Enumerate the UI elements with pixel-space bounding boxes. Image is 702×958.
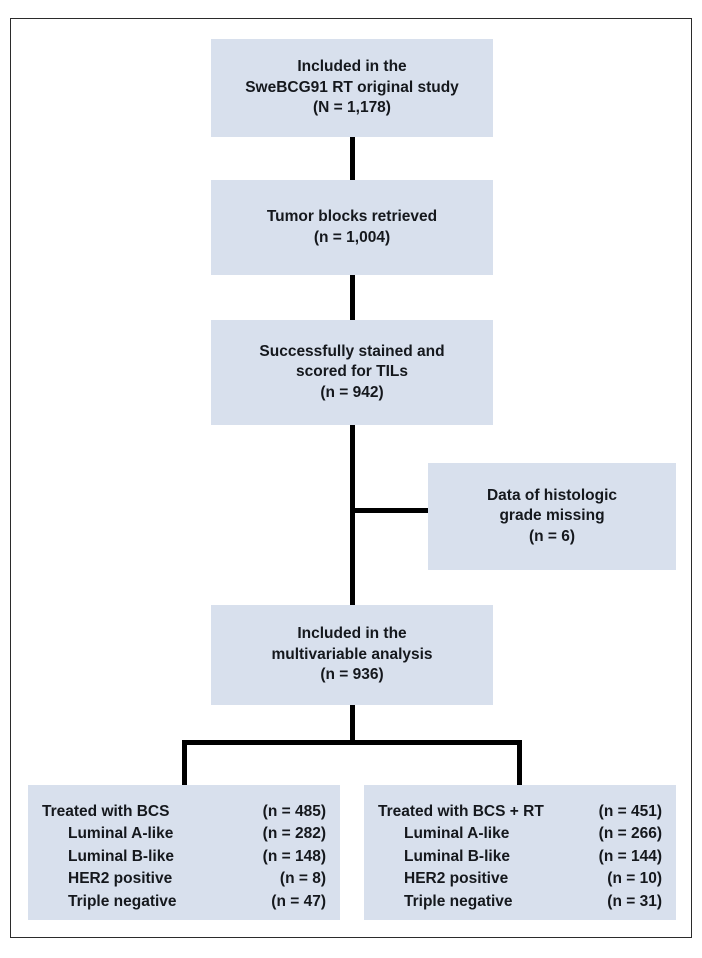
group-row: Luminal B-like (n = 148) xyxy=(42,846,326,868)
group-row-count: (n = 451) xyxy=(598,803,662,820)
node-original-line-1: Included in the xyxy=(297,58,407,76)
node-original-line-3: (N = 1,178) xyxy=(313,99,391,117)
connector-split-horizontal xyxy=(182,740,522,745)
node-stained-line-1: Successfully stained and xyxy=(259,342,445,360)
connector-original-to-blocks xyxy=(350,137,355,180)
group-row-label: HER2 positive xyxy=(68,870,173,888)
group-row: Treated with BCS + RT (n = 451) xyxy=(378,801,662,823)
group-row-label: Luminal A-like xyxy=(404,825,510,843)
node-histologic-grade-missing: Data of histologic grade missing (n = 6) xyxy=(428,463,676,570)
node-group-treated-with-bcs-rt: Treated with BCS + RT (n = 451) Luminal A-… xyxy=(364,785,676,920)
group-row-count: (n = 266) xyxy=(598,825,662,843)
group-row-count: (n = 8) xyxy=(279,870,326,888)
group-row: HER2 positive (n = 8) xyxy=(42,868,326,890)
connector-split-left-leg xyxy=(182,740,187,785)
node-group-treated-with-bcs: Treated with BCS (n = 485) Luminal A-like (… xyxy=(28,785,340,920)
group-row: Luminal A-like (n = 266) xyxy=(378,823,662,845)
node-blocks-line-2: (n = 1,004) xyxy=(313,228,391,246)
group-row: HER2 positive (n = 10) xyxy=(378,868,662,890)
node-excluded-line-1: Data of histologic xyxy=(486,486,618,504)
group-row-count: (n = 144) xyxy=(598,847,662,865)
group-row-label: Treated with BCS xyxy=(42,803,170,820)
node-excluded-line-3: (n = 6) xyxy=(528,527,576,545)
node-stained-line-3: (n = 942) xyxy=(320,383,384,401)
node-tumor-blocks-retrieved: Tumor blocks retrieved (n = 1,004) xyxy=(211,180,493,275)
node-blocks-line-1: Tumor blocks retrieved xyxy=(266,207,438,225)
node-excluded-line-2: grade missing xyxy=(499,507,605,525)
connector-blocks-to-stained xyxy=(350,275,355,320)
connector-stained-to-included xyxy=(350,425,355,605)
node-included-multivariable: Included in the multivariable analysis (… xyxy=(211,605,493,705)
group-row-count: (n = 485) xyxy=(262,803,326,820)
node-stained-scored-tils: Successfully stained and scored for TILs… xyxy=(211,320,493,425)
group-row-count: (n = 47) xyxy=(271,892,326,910)
group-row-label: Luminal B-like xyxy=(68,847,174,865)
node-included-line-3: (n = 936) xyxy=(320,666,384,684)
group-row-count: (n = 10) xyxy=(607,870,662,888)
node-original-study: Included in the SweBCG91 RT original stu… xyxy=(211,39,493,137)
node-original-line-2: SweBCG91 RT original study xyxy=(245,78,459,96)
group-row-label: Luminal A-like xyxy=(68,825,174,843)
group-row-count: (n = 148) xyxy=(262,847,326,865)
group-row: Triple negative (n = 47) xyxy=(42,891,326,913)
connector-split-right-leg xyxy=(517,740,522,785)
group-row-label: HER2 positive xyxy=(404,870,509,888)
group-row-label: Luminal B-like xyxy=(404,847,510,865)
group-row: Luminal B-like (n = 144) xyxy=(378,846,662,868)
group-row: Luminal A-like (n = 282) xyxy=(42,823,326,845)
connector-included-down xyxy=(350,705,355,743)
node-included-line-1: Included in the xyxy=(297,625,407,643)
group-row: Triple negative (n = 31) xyxy=(378,891,662,913)
group-row-label: Treated with BCS + RT xyxy=(378,803,544,820)
group-row: Treated with BCS (n = 485) xyxy=(42,801,326,823)
group-row-count: (n = 31) xyxy=(607,892,662,910)
group-row-label: Triple negative xyxy=(404,892,513,910)
group-row-label: Triple negative xyxy=(68,892,177,910)
connector-branch-to-excluded xyxy=(350,508,430,513)
node-included-line-2: multivariable analysis xyxy=(271,645,433,663)
node-stained-line-2: scored for TILs xyxy=(296,363,408,381)
group-row-count: (n = 282) xyxy=(262,825,326,843)
